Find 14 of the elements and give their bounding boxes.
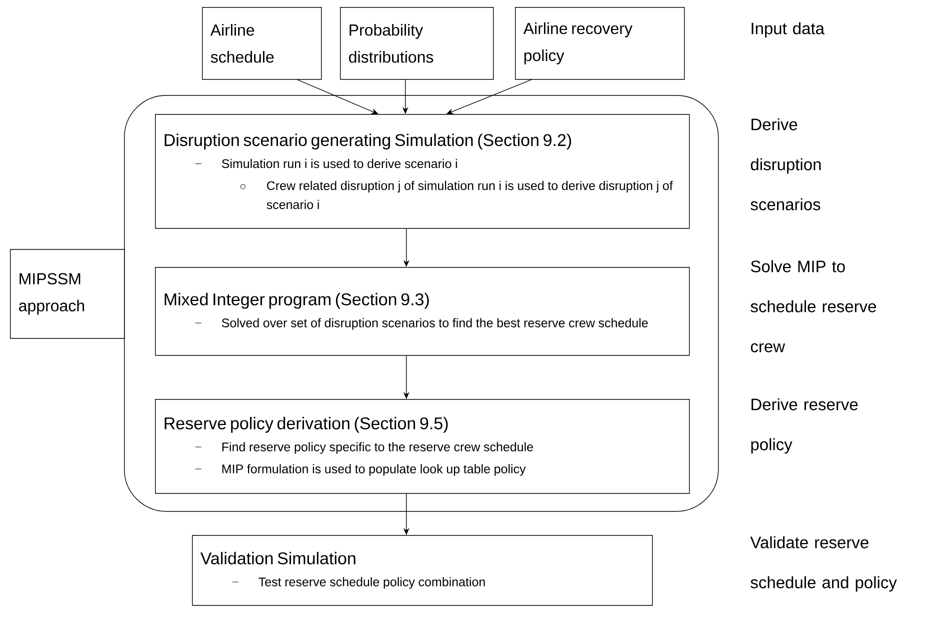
process-box: Mixed Integer program (Section 9.3) Solved over set of disruption scenarios to find the best reserve crew schedule [155,267,690,356]
input-box: Airline recovery policy [515,7,685,80]
process-box: Disruption scenario generating Simulation (Section 9.2) Simulation run i is used to derive scenario i Crew related disruption j of simulation run i is used to derive disruption j of scenario i [155,114,690,229]
side-label: Validate reserve schedule and policy [750,536,897,592]
process-box: Validation Simulation Test reserve schedule policy combination [192,535,653,606]
rounded-frame [124,95,719,512]
input-box: Probability distributions [340,7,494,80]
input-box: Airline schedule [202,7,322,80]
side-label: Derive disruption scenarios [750,118,821,210]
side-label: Derive reserve policy [751,398,858,454]
input-box: MIPSSM approach [10,249,125,339]
side-label: Solve MIP to schedule reserve crew [750,260,876,352]
side-label: Input data [752,22,824,38]
process-box: Reserve policy derivation (Section 9.5) Find reserve policy specific to the reserve crew schedule MIP formulation is used to populate look up table policy [155,399,690,494]
